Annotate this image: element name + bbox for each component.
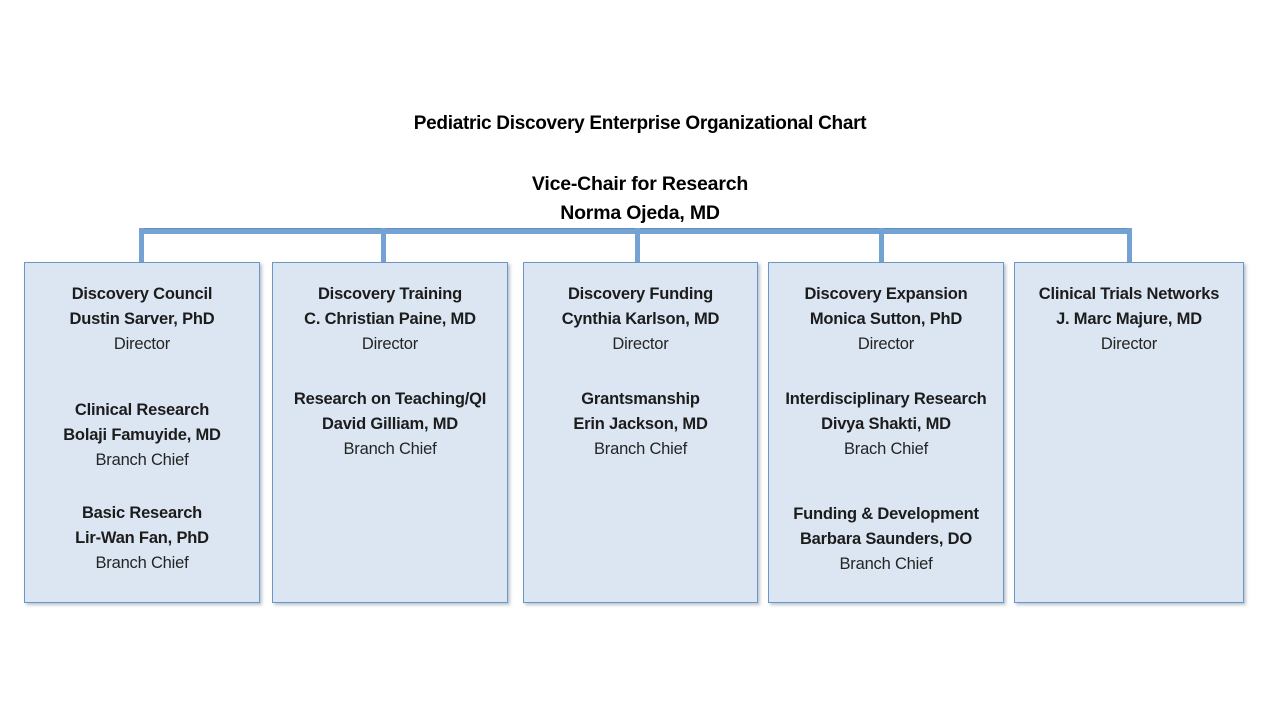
person-name: Bolaji Famuyide, MD <box>63 426 221 444</box>
group-spacer <box>273 357 507 387</box>
role-title: Director <box>857 335 915 353</box>
role-title: Director <box>361 335 419 353</box>
connector-drop-3 <box>635 228 640 262</box>
unit-name: Clinical Trials Networks <box>1038 285 1220 303</box>
role-title: Branch Chief <box>594 440 687 458</box>
unit-name: Funding & Development <box>793 505 979 523</box>
person-name: Dustin Sarver, PhD <box>69 310 215 328</box>
connector-drop-1 <box>139 228 144 262</box>
role-title: Director <box>612 335 669 353</box>
group-spacer <box>25 357 259 398</box>
person-name: J. Marc Majure, MD <box>1056 310 1202 328</box>
person-name: Monica Sutton, PhD <box>809 310 963 328</box>
role-title: Branch Chief <box>839 555 933 573</box>
org-box-discovery-funding: Discovery Funding Cynthia Karlson, MD Di… <box>523 262 758 603</box>
role-title: Branch Chief <box>343 440 437 458</box>
role-title: Branch Chief <box>95 451 189 469</box>
unit-name: Discovery Expansion <box>804 285 968 303</box>
person-name: Erin Jackson, MD <box>573 415 708 433</box>
connector-drop-2 <box>381 228 386 262</box>
unit-name: Research on Teaching/QI <box>293 390 487 408</box>
root-role: Vice-Chair for Research <box>531 173 749 195</box>
connector-drop-5 <box>1127 228 1132 262</box>
unit-name: Grantsmanship <box>581 390 700 408</box>
person-name: Divya Shakti, MD <box>821 415 951 433</box>
unit-name: Discovery Council <box>71 285 213 303</box>
unit-name: Discovery Funding <box>567 285 714 303</box>
connector-drop-4 <box>879 228 884 262</box>
group-spacer <box>769 357 1003 387</box>
unit-name: Discovery Training <box>317 285 463 303</box>
unit-name: Clinical Research <box>74 401 210 419</box>
group-spacer <box>769 462 1003 502</box>
unit-name: Basic Research <box>81 504 203 522</box>
person-name: Barbara Saunders, DO <box>799 530 973 548</box>
page-title: Pediatric Discovery Enterprise Organizat… <box>413 113 867 134</box>
role-title: Director <box>113 335 171 353</box>
org-box-discovery-expansion: Discovery Expansion Monica Sutton, PhD D… <box>768 262 1004 603</box>
group-spacer <box>25 473 259 501</box>
role-title: Director <box>1100 335 1158 353</box>
org-box-discovery-council: Discovery Council Dustin Sarver, PhD Dir… <box>24 262 260 603</box>
unit-name: Interdisciplinary Research <box>785 390 987 408</box>
role-title: Branch Chief <box>95 554 189 572</box>
person-name: Lir-Wan Fan, PhD <box>75 529 209 547</box>
root-node-vice-chair: Vice-Chair for Research Norma Ojeda, MD <box>0 170 1280 228</box>
org-box-discovery-training: Discovery Training C. Christian Paine, M… <box>272 262 508 603</box>
person-name: David Gilliam, MD <box>322 415 458 433</box>
org-box-clinical-trials-networks: Clinical Trials Networks J. Marc Majure,… <box>1014 262 1244 603</box>
role-title: Brach Chief <box>843 440 928 458</box>
person-name: C. Christian Paine, MD <box>304 310 476 328</box>
group-spacer <box>524 357 757 387</box>
root-person: Norma Ojeda, MD <box>560 202 720 224</box>
person-name: Cynthia Karlson, MD <box>561 310 720 328</box>
